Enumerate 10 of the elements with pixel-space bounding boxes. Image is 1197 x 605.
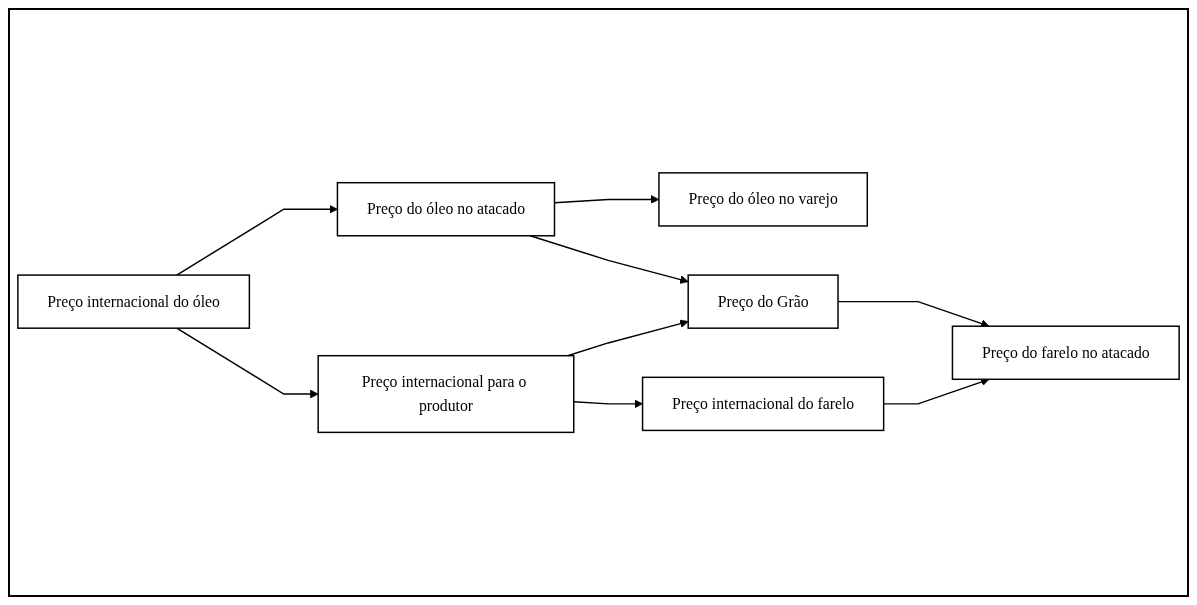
node-box: Preço internacional para o produtor bbox=[317, 354, 575, 433]
node-box: Preço do Grão bbox=[687, 274, 839, 329]
arrow bbox=[573, 399, 643, 409]
arrow bbox=[176, 204, 338, 276]
node-box: Preço do óleo no varejo bbox=[658, 172, 868, 227]
arrow bbox=[176, 327, 319, 399]
node-box: Preço do óleo no atacado bbox=[336, 181, 556, 237]
node-box: Preço internacional do farelo bbox=[641, 376, 885, 431]
node-box: Preço internacional do óleo bbox=[17, 274, 251, 329]
node-box: Preço do farelo no atacado bbox=[951, 325, 1180, 380]
